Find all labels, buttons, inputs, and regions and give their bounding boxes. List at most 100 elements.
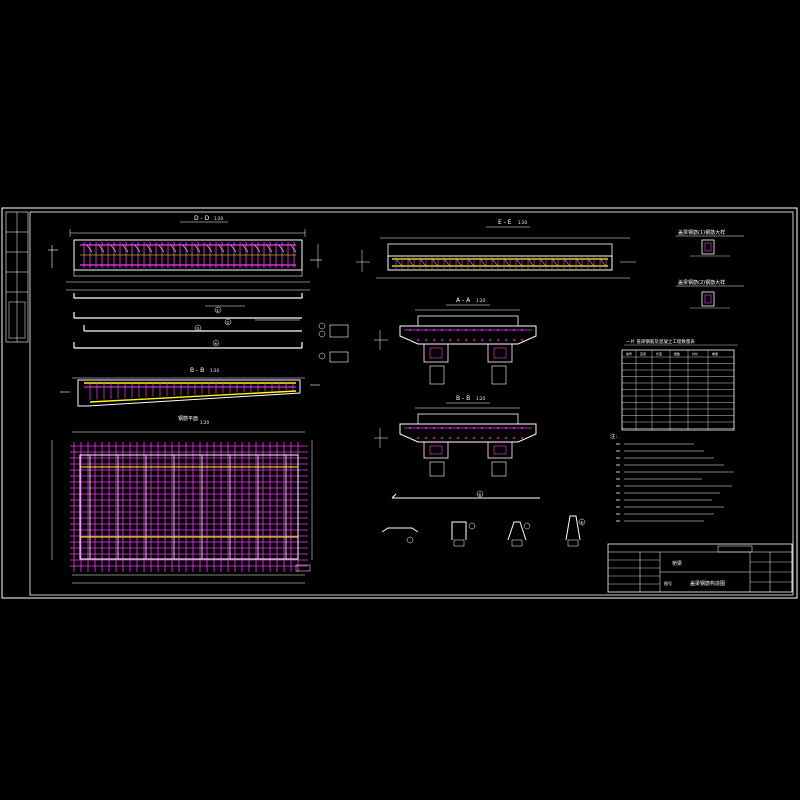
bar-dot xyxy=(425,329,427,331)
bar-dot xyxy=(505,329,507,331)
bar-dot xyxy=(473,339,475,341)
diagonal-bar xyxy=(491,258,499,267)
section-aa-view: A - A 1:20 xyxy=(374,297,537,385)
diagonal-bar xyxy=(443,258,451,267)
detail-1-title: 盖梁钢筋(1)钢筋大样 xyxy=(678,229,725,236)
plan-view: 钢筋平面 1:20 xyxy=(51,415,313,584)
section-ee-title: E - E xyxy=(498,219,512,226)
table-header-0: 编号 xyxy=(626,351,632,356)
table-header-1: 直径 xyxy=(640,351,646,356)
bar-dot xyxy=(505,437,507,439)
bar-dot xyxy=(457,329,459,331)
plan-title: 钢筋平面 xyxy=(178,415,198,422)
detail-2-title: 盖梁钢筋(2)钢筋大样 xyxy=(678,279,725,286)
table-header-3: 根数 xyxy=(674,351,680,356)
bar-dot xyxy=(417,339,419,341)
section-ee-stirrups xyxy=(395,257,607,269)
section-bb-view: B - B 1:20 xyxy=(374,395,537,477)
bar-dot xyxy=(513,339,515,341)
bar-dot xyxy=(409,329,411,331)
bar-dot xyxy=(513,427,515,429)
bar-dot xyxy=(441,329,443,331)
section-bb-elevation: B - B 1:20 xyxy=(60,367,320,407)
bar-dot xyxy=(433,427,435,429)
bar-dot xyxy=(425,427,427,429)
diagonal-bar xyxy=(551,258,559,267)
plan-rebar-grid xyxy=(70,442,308,572)
bar-dot xyxy=(465,427,467,429)
right-panel: 盖梁钢筋(1)钢筋大样 盖梁钢筋(2)钢筋大样 一片 盖梁钢筋及混凝土工程数量表… xyxy=(610,229,744,522)
bar-dot xyxy=(409,437,411,439)
section-dd-rebar xyxy=(83,242,297,268)
bar-dot xyxy=(417,427,419,429)
bar-dot xyxy=(449,427,451,429)
diagonal-bar xyxy=(527,258,535,267)
title-block-drawing-name: 盖梁钢筋构造图 xyxy=(690,580,725,587)
title-block: 桥梁 图号 盖梁钢筋构造图 xyxy=(607,543,793,593)
bar-dot xyxy=(465,437,467,439)
bar-dot xyxy=(449,329,451,331)
bar-dot xyxy=(505,427,507,429)
bar-mark-6: ⑥ xyxy=(580,520,584,525)
bar-dot xyxy=(473,437,475,439)
section-dd-scale: 1:20 xyxy=(214,216,223,221)
table-header-2: 长度 xyxy=(656,351,662,356)
bar-dot xyxy=(465,339,467,341)
bar-dot xyxy=(521,339,523,341)
section-bb-bars xyxy=(409,427,523,439)
bar-dot xyxy=(465,329,467,331)
diagonal-bar xyxy=(419,258,427,267)
bar-mark-3: ③ xyxy=(196,326,200,331)
section-dd-title: D - D xyxy=(194,215,210,222)
bar-dot xyxy=(425,339,427,341)
bar-dot xyxy=(449,339,451,341)
bar-dot xyxy=(425,437,427,439)
diagonal-bar xyxy=(515,258,523,267)
diagonal-bar xyxy=(407,258,415,267)
section-ee-scale: 1:20 xyxy=(518,220,527,225)
section-bb-elev-scale: 1:20 xyxy=(210,368,219,373)
bar-dot xyxy=(417,437,419,439)
bar-dot xyxy=(489,437,491,439)
bar-dot xyxy=(513,437,515,439)
bar-dot xyxy=(521,427,523,429)
bar-dot xyxy=(489,339,491,341)
bar-dot xyxy=(521,437,523,439)
bar-dot xyxy=(481,427,483,429)
bar-dot xyxy=(521,329,523,331)
bar-dot xyxy=(449,437,451,439)
section-bb-scale: 1:20 xyxy=(476,396,485,401)
diagonal-bar xyxy=(599,258,607,267)
sheet-border xyxy=(1,207,798,599)
quantity-table: 编号 直径 长度 根数 共长 重量 xyxy=(621,349,735,431)
drawing-frame xyxy=(29,211,794,596)
diagonal-bar xyxy=(479,258,487,267)
table-header-4: 共长 xyxy=(692,351,698,356)
section-aa-bars xyxy=(409,329,523,341)
bar-dot xyxy=(441,427,443,429)
bar-dot xyxy=(441,339,443,341)
bar-dot xyxy=(505,339,507,341)
title-block-sheet-no: 图号 xyxy=(664,580,672,586)
bar-dot xyxy=(433,329,435,331)
plan-scale: 1:20 xyxy=(200,420,209,425)
diagonal-bar xyxy=(503,258,511,267)
bar-dot xyxy=(497,427,499,429)
bar-dot xyxy=(481,437,483,439)
bar-dot xyxy=(417,329,419,331)
table-header-5: 重量 xyxy=(712,351,718,356)
section-dd-view: D - D 1:20 xyxy=(48,215,322,283)
bar-dot xyxy=(497,329,499,331)
section-bb-elev-title: B - B xyxy=(190,367,204,374)
table-title: 一片 盖梁钢筋及混凝土工程数量表 xyxy=(626,338,695,345)
bar-mark-4: ④ xyxy=(214,341,218,346)
title-block-project: 桥梁 xyxy=(672,560,682,567)
bar-dot xyxy=(433,339,435,341)
notes-title: 注： xyxy=(610,433,620,440)
bar-dot xyxy=(473,329,475,331)
diagonal-bar xyxy=(563,258,571,267)
diagonal-bar xyxy=(455,258,463,267)
bar-dot xyxy=(489,427,491,429)
diagonal-bar xyxy=(587,258,595,267)
